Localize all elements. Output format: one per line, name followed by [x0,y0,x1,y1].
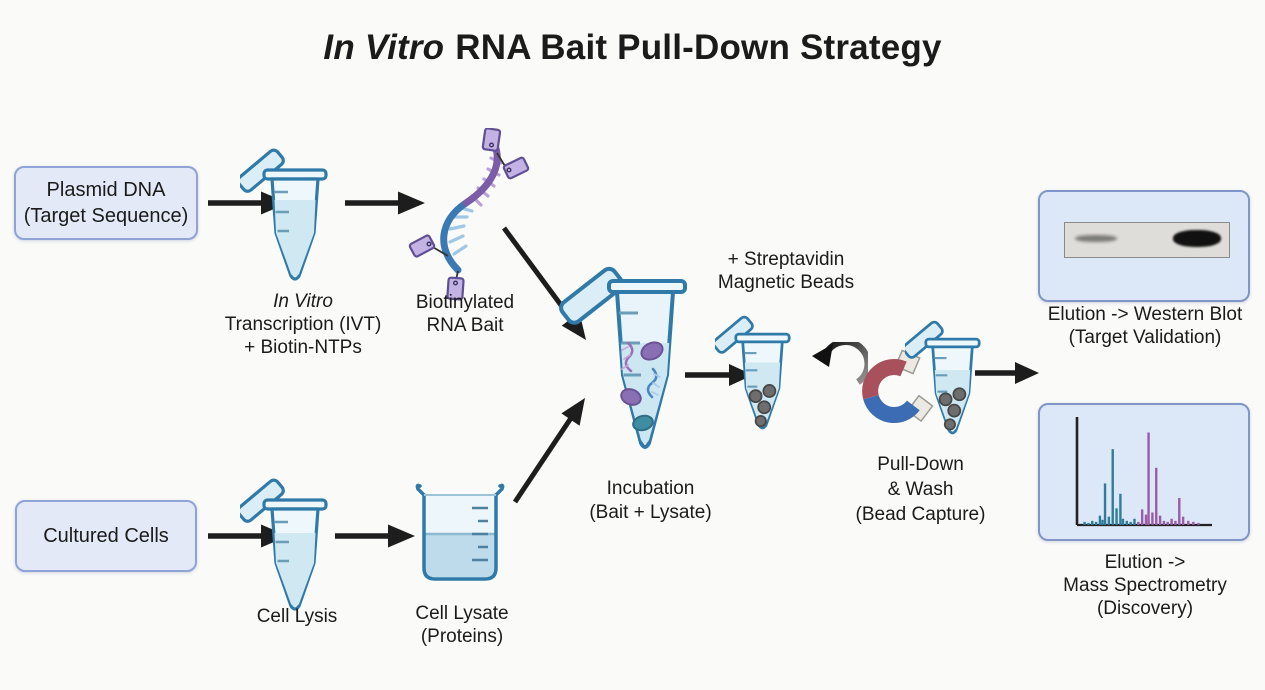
lysate-beaker-icon [415,483,505,581]
rotation-arrow-icon [812,342,868,385]
western-label-line1: Elution -> Western Blot [1047,304,1243,325]
pulldown-label-line2: & Wash [887,479,954,500]
bait-label: Biotinylated RNA Bait [385,291,545,337]
magnetic-beads [748,384,777,428]
ivt-label-line1: In Vitro [273,291,333,312]
western-blot-strip [1064,222,1230,258]
ms-label-line3: (Discovery) [1096,598,1194,619]
plasmid-box-line1: Plasmid DNA [46,179,166,201]
ivt-label-line2: Transcription (IVT) [224,314,382,335]
lysate-label-line1: Cell Lysate [415,603,509,624]
bead-tube-icon [715,315,791,430]
biotin-tag-left [408,234,449,258]
lysate-label-line2: (Proteins) [420,626,504,647]
blot-band-strong [1173,230,1221,247]
incubation-label-line2: (Bait + Lysate) [589,502,712,523]
arrow-capture-to-elution [975,362,1039,384]
lysate-proteins [620,341,664,432]
bait-label-line2: RNA Bait [426,315,504,336]
cultured-box-label: Cultured Cells [43,525,169,547]
western-label-line2: (Target Validation) [1068,327,1222,348]
ms-label-line1: Elution -> [1104,552,1186,573]
western-blot-panel [1038,190,1250,302]
incubation-label: Incubation (Bait + Lysate) [553,477,748,525]
streptavidin-beads-label: + Streptavidin Magnetic Beads [688,248,884,294]
arrow-lysate-to-incubation [512,398,585,504]
ms-spectrum [1075,417,1212,527]
ivt-label-line3: + Biotin-NTPs [244,337,362,358]
rna-strands [621,341,661,399]
pulldown-label: Pull-Down & Wash (Bead Capture) [828,452,1013,527]
blot-band-faint [1075,235,1117,242]
arrow-incubation-to-beads [685,364,753,386]
lysate-liquid [425,534,495,577]
tube-cap [559,266,625,325]
magnetic-beads [938,387,967,431]
arrow-lysis-to-lysate [335,524,415,548]
rna-strand-purple [462,139,501,207]
biotin-tag-bottom [446,270,465,301]
rna-strand-blue [440,199,470,274]
beaker-graduations [472,506,488,562]
streptavidin-label-line1: + Streptavidin [727,249,845,270]
incubation-label-line1: Incubation [606,478,695,499]
mass-spec-label: Elution -> Mass Spectrometry (Discovery) [1035,551,1255,620]
ms-label-line2: Mass Spectrometry [1063,575,1227,596]
arrow-ivt-to-bait [345,191,425,215]
ivt-tube-icon [240,148,328,281]
biotinylated-rna-bait-icon [408,128,530,301]
incubation-tube-icon [559,266,687,449]
streptavidin-label-line2: Magnetic Beads [717,272,855,293]
cultured-cells-box: Cultured Cells [15,500,197,572]
captured-bead-tube-icon [905,320,981,435]
ivt-label: In Vitro Transcription (IVT) + Biotin-NT… [197,290,409,359]
title-rest: RNA Bait Pull-Down Strategy [455,28,942,67]
mass-spec-panel [1038,403,1250,541]
cell-lysis-tube-icon [240,478,328,611]
plasmid-dna-box: Plasmid DNA (Target Sequence) [14,166,198,240]
magnet-icon [862,349,934,424]
bait-label-line1: Biotinylated [415,292,515,313]
lysate-label: Cell Lysate (Proteins) [382,602,542,648]
diagram-title: In Vitro RNA Bait Pull-Down Strategy [0,28,1265,68]
plasmid-box-line2: (Target Sequence) [23,205,189,227]
biotin-tag-right [496,152,530,180]
cell-lysis-label-text: Cell Lysis [256,606,338,627]
western-blot-label: Elution -> Western Blot (Target Validati… [1030,303,1260,349]
ms-peaks [1083,432,1200,525]
cell-lysis-label: Cell Lysis [222,605,372,628]
biotin-tag-top [481,128,502,152]
title-italic-part: In Vitro [323,28,445,67]
pulldown-label-line1: Pull-Down [877,454,964,475]
pulldown-label-line3: (Bead Capture) [855,504,986,525]
